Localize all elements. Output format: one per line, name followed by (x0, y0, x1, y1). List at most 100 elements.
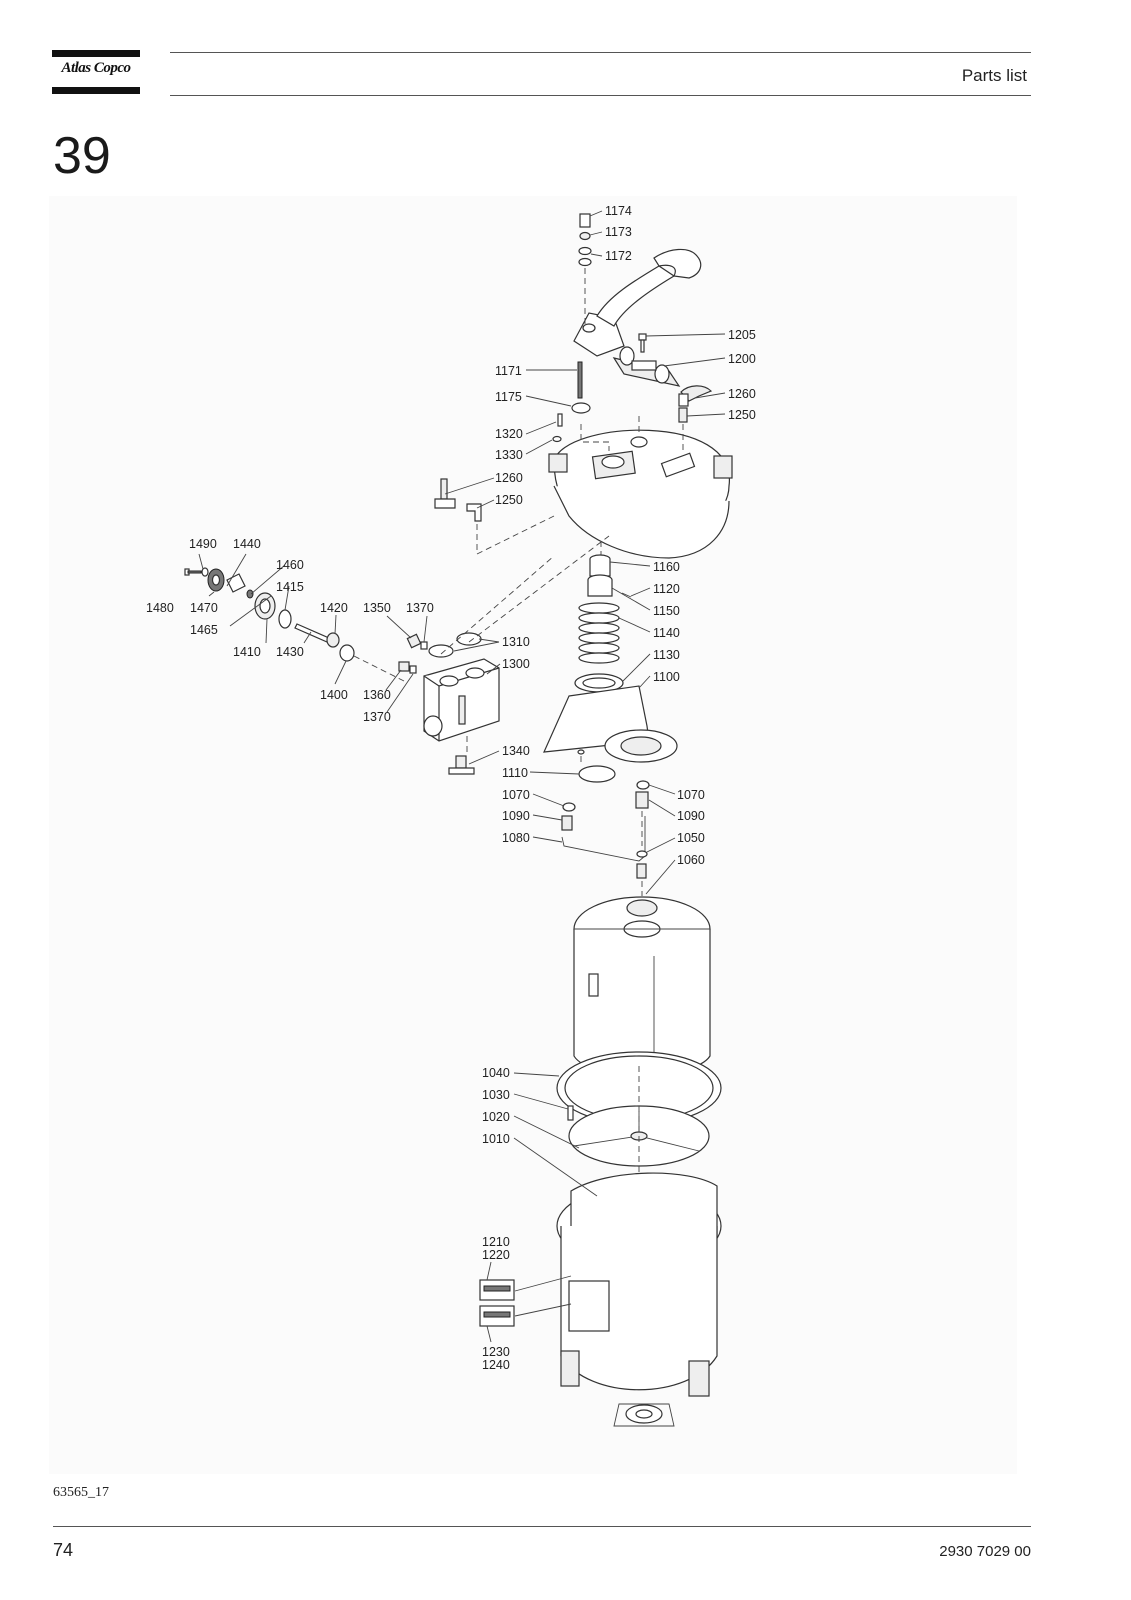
callout-1470: 1470 (190, 601, 218, 615)
nut-1174 (579, 213, 591, 228)
callout-1440: 1440 (233, 537, 261, 551)
exploded-view-drawing: 1174 1173 1172 1205 1200 1171 1175 1260 … (49, 196, 1017, 1474)
valve-1340 (448, 755, 475, 775)
stud-1171 (577, 361, 583, 399)
pipe-1080 (561, 816, 646, 862)
valve-1260-left (434, 478, 456, 509)
elbow-pipe (573, 248, 702, 357)
callout-1175: 1175 (495, 390, 522, 404)
washer-1330 (552, 435, 562, 443)
callout-1415: 1415 (276, 580, 304, 594)
callout-1210: 1210 (482, 1235, 510, 1249)
callout-1490: 1490 (189, 537, 217, 551)
callout-1370-bottom: 1370 (363, 710, 391, 724)
callout-1460: 1460 (276, 558, 304, 572)
logo-text: Atlas Copco (61, 60, 131, 76)
leader-lines (198, 210, 726, 1343)
shaft-1430 (294, 623, 330, 643)
nut-1400 (339, 644, 355, 662)
callout-1050: 1050 (677, 831, 705, 845)
oring-1050 (636, 850, 648, 858)
callout-1250-right: 1250 (728, 408, 756, 422)
nut-1173 (579, 231, 591, 241)
exploded-view-svg: 1174 1173 1172 1205 1200 1171 1175 1260 … (146, 204, 756, 1427)
callout-1340: 1340 (502, 744, 530, 758)
atlas-copco-logo: Atlas Copco (52, 50, 140, 94)
callout-1070-left: 1070 (502, 788, 530, 802)
oring-1310 (428, 632, 482, 658)
callout-1171: 1171 (495, 364, 522, 378)
plate-1100 (543, 685, 678, 763)
fitting-1370-top (420, 641, 428, 650)
oring-1415 (278, 609, 292, 629)
callout-1350: 1350 (363, 601, 391, 615)
block-1300 (423, 658, 500, 742)
callout-1090-right: 1090 (677, 809, 705, 823)
header-title: Parts list (961, 66, 1027, 85)
callout-1080: 1080 (502, 831, 530, 845)
section-number: 39 (53, 127, 111, 185)
callout-1300: 1300 (502, 657, 530, 671)
screw-1320 (557, 413, 563, 427)
seal-1110 (578, 765, 616, 783)
callout-1100: 1100 (653, 670, 680, 684)
callout-1220: 1220 (482, 1248, 510, 1262)
vessel-1010 (556, 1172, 722, 1427)
document-number: 2930 7029 00 (939, 1543, 1031, 1560)
callout-1260-left: 1260 (495, 471, 523, 485)
sleeve-1160 (589, 554, 611, 577)
wheel-1470 (207, 568, 225, 592)
callout-1172: 1172 (605, 249, 632, 263)
callout-1010: 1010 (482, 1132, 510, 1146)
pin-1120 (621, 592, 632, 598)
callout-1030: 1030 (482, 1088, 510, 1102)
logo-bar-top (52, 50, 140, 57)
callout-1370-top: 1370 (406, 601, 434, 615)
callout-1430: 1430 (276, 645, 304, 659)
fitting-1370-bottom (409, 665, 417, 674)
fitting-1250-right (678, 407, 688, 423)
callout-1160: 1160 (653, 560, 680, 574)
ring-1460 (246, 589, 254, 599)
washer-1070-left (562, 802, 576, 812)
fitting-1250-left (466, 503, 482, 522)
callout-1250-left: 1250 (495, 493, 523, 507)
header-rule-top (170, 52, 1031, 53)
bushing-1440 (226, 573, 246, 593)
page-number: 74 (53, 1540, 74, 1560)
callout-1260-right: 1260 (728, 387, 756, 401)
callout-1070-right: 1070 (677, 788, 705, 802)
decal-1230 (479, 1305, 515, 1327)
valve-1260-right (678, 385, 713, 407)
spring-1140 (578, 602, 620, 664)
callout-1205: 1205 (728, 328, 756, 342)
part-1420 (326, 632, 340, 648)
bolt-1205 (638, 333, 647, 353)
callout-1480: 1480 (146, 601, 174, 615)
cover-dome (548, 429, 733, 559)
callout-1320: 1320 (495, 427, 523, 441)
callout-1020: 1020 (482, 1110, 510, 1124)
callout-1230: 1230 (482, 1345, 510, 1359)
fitting-1090-left (561, 815, 573, 831)
callout-1120: 1120 (653, 582, 680, 596)
callout-1410: 1410 (233, 645, 261, 659)
callout-1130: 1130 (653, 648, 680, 662)
callout-1400: 1400 (320, 688, 348, 702)
callout-1330: 1330 (495, 448, 523, 462)
callout-1140: 1140 (653, 626, 680, 640)
callout-1090-left: 1090 (502, 809, 530, 823)
bracket-1200 (612, 346, 681, 387)
header-rule-bottom (170, 95, 1031, 96)
bolt-1480 (184, 568, 202, 576)
footer-rule (53, 1526, 1031, 1527)
filter-cylinder (573, 896, 711, 1081)
callout-1310: 1310 (502, 635, 530, 649)
callout-1420: 1420 (320, 601, 348, 615)
sleeve-1150 (587, 574, 613, 597)
callout-labels: 1174 1173 1172 1205 1200 1171 1175 1260 … (146, 204, 756, 1372)
washer-1070-right (636, 780, 650, 790)
screw-1030 (567, 1105, 574, 1121)
callout-1040: 1040 (482, 1066, 510, 1080)
fitting-1360 (398, 661, 410, 672)
